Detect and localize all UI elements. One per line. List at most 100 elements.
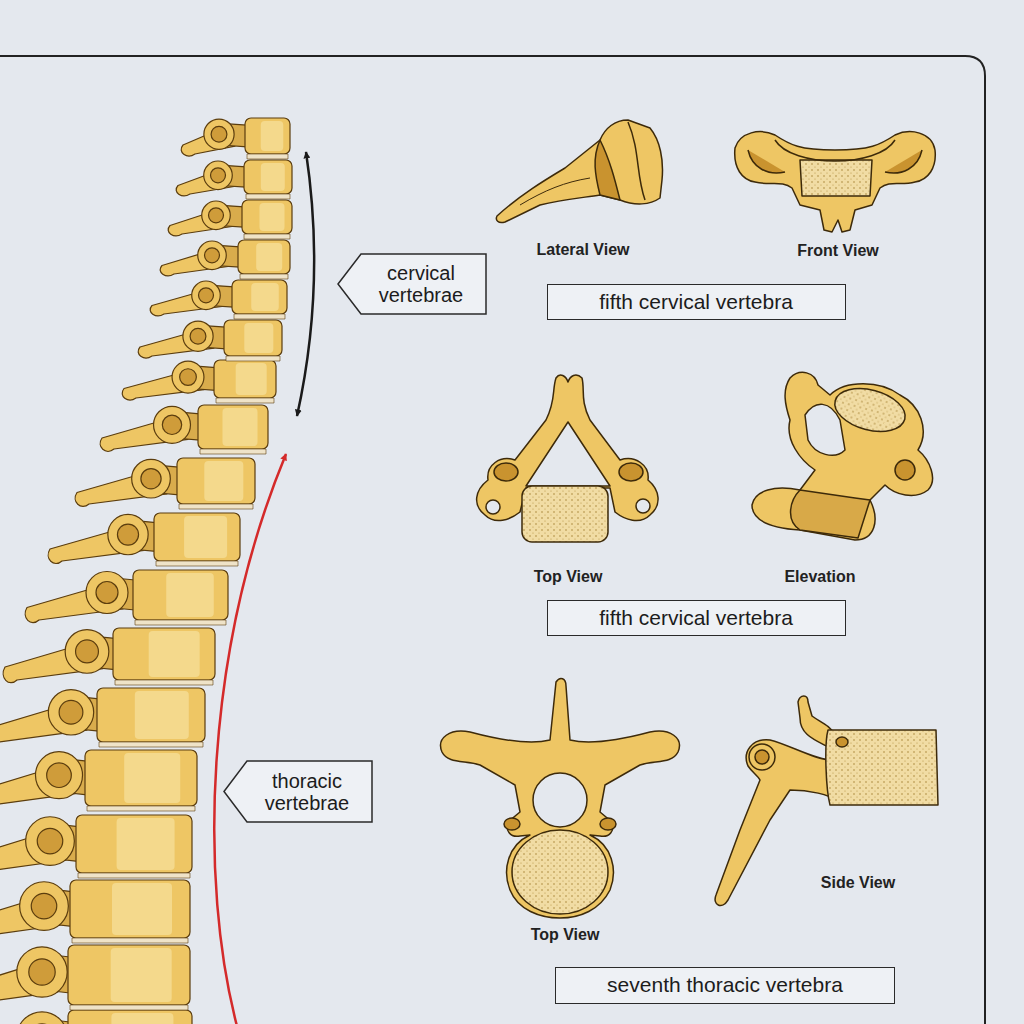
view-label: Front View (797, 242, 879, 260)
body-highlight (261, 121, 284, 151)
vertebral-body (177, 458, 255, 504)
articular-facet (199, 288, 214, 303)
transverse-process (202, 201, 231, 230)
transverse-process (204, 161, 233, 190)
vertebral-body (224, 320, 282, 356)
vertebra-figure (752, 372, 933, 540)
vertebral-body (76, 815, 192, 873)
transverse-process (86, 572, 128, 614)
transverse-process (154, 406, 191, 443)
view-label: Lateral View (536, 241, 629, 259)
vertebral-body (70, 880, 190, 938)
range-arrow (297, 152, 314, 416)
transverse-process (48, 690, 93, 735)
transverse-process (17, 947, 67, 997)
vertebral-body (97, 688, 205, 742)
intervertebral-disc (247, 154, 288, 159)
body-highlight (124, 753, 180, 803)
transverse-process (108, 514, 148, 554)
vertebra (168, 200, 292, 239)
intervertebral-disc (78, 873, 190, 878)
articular-facet (29, 959, 55, 985)
intervertebral-disc (135, 620, 226, 625)
articular-facet (600, 818, 616, 830)
transverse-process (20, 882, 69, 931)
transverse-process (35, 752, 82, 799)
body-highlight (244, 323, 273, 353)
intervertebral-disc (99, 742, 203, 747)
caption-box: fifth cervical vertebra (547, 600, 846, 636)
panel-border (0, 56, 985, 1024)
box-text: fifth cervical vertebra (599, 606, 793, 630)
vertebra-figure (735, 132, 936, 232)
body-highlight (251, 283, 279, 311)
intervertebral-disc (240, 274, 288, 279)
vertebral-body (214, 360, 276, 398)
articular-facet (59, 700, 83, 724)
view-label: Top View (534, 568, 603, 586)
caption-box: seventh thoracic vertebra (555, 967, 895, 1004)
body-highlight (184, 516, 227, 558)
vertebra (181, 118, 290, 159)
articular-facet (47, 763, 72, 788)
vertebral-body (113, 628, 215, 680)
vertebral-body (512, 830, 608, 914)
body-highlight (111, 948, 172, 1002)
articular-facet (37, 828, 63, 854)
transverse-process (749, 744, 775, 770)
articular-facet (205, 248, 220, 263)
vertebra (176, 160, 292, 199)
body-highlight (256, 243, 282, 271)
vertebral-body (154, 513, 240, 561)
spinous-process (25, 583, 123, 623)
view-label: Elevation (784, 568, 855, 586)
articular-facet (755, 750, 769, 764)
vertebral-body (85, 750, 197, 806)
vertebral-body (800, 160, 872, 196)
articular-facet (180, 369, 197, 386)
body-highlight (111, 1013, 173, 1024)
vertebral-body (198, 405, 268, 449)
vertebra (48, 513, 240, 566)
vertebra (0, 750, 197, 811)
intervertebral-disc (244, 234, 290, 239)
vertebra (0, 880, 190, 943)
transverse-process (17, 1012, 67, 1024)
intervertebral-disc (72, 938, 188, 943)
vertebra (122, 360, 276, 403)
intervertebral-disc (87, 806, 195, 811)
vertebra-shading (595, 140, 620, 200)
intervertebral-disc (246, 194, 290, 199)
range-arrow (214, 454, 286, 1024)
transverse-process (183, 321, 213, 351)
vertebral-body (245, 118, 290, 154)
articular-facet (76, 640, 99, 663)
rib-facet (836, 737, 848, 747)
transverse-process (26, 817, 75, 866)
transverse-process (198, 241, 227, 270)
vertebral-body (232, 280, 287, 314)
transverse-process (204, 119, 234, 149)
body-highlight (261, 163, 285, 191)
vertebral-foramen (533, 773, 587, 827)
transverse-process (192, 281, 221, 310)
box-text: thoracic vertebrae (251, 770, 363, 814)
vertebra (3, 628, 215, 685)
vertebra (160, 240, 290, 279)
body-highlight (204, 461, 243, 501)
articular-facet (895, 460, 915, 480)
intervertebral-disc (226, 356, 280, 361)
vertebra-shading (791, 490, 870, 538)
view-label: Top View (531, 926, 600, 944)
intervertebral-disc (156, 561, 238, 566)
pointer-outline (338, 254, 486, 314)
transverse-process (132, 459, 171, 498)
body-highlight (223, 408, 258, 446)
vertebra-detail (628, 122, 645, 200)
transverse-foramen (636, 499, 650, 513)
vertebral-body (244, 160, 292, 194)
vertebral-body (133, 570, 228, 620)
box-text: seventh thoracic vertebra (607, 973, 843, 997)
